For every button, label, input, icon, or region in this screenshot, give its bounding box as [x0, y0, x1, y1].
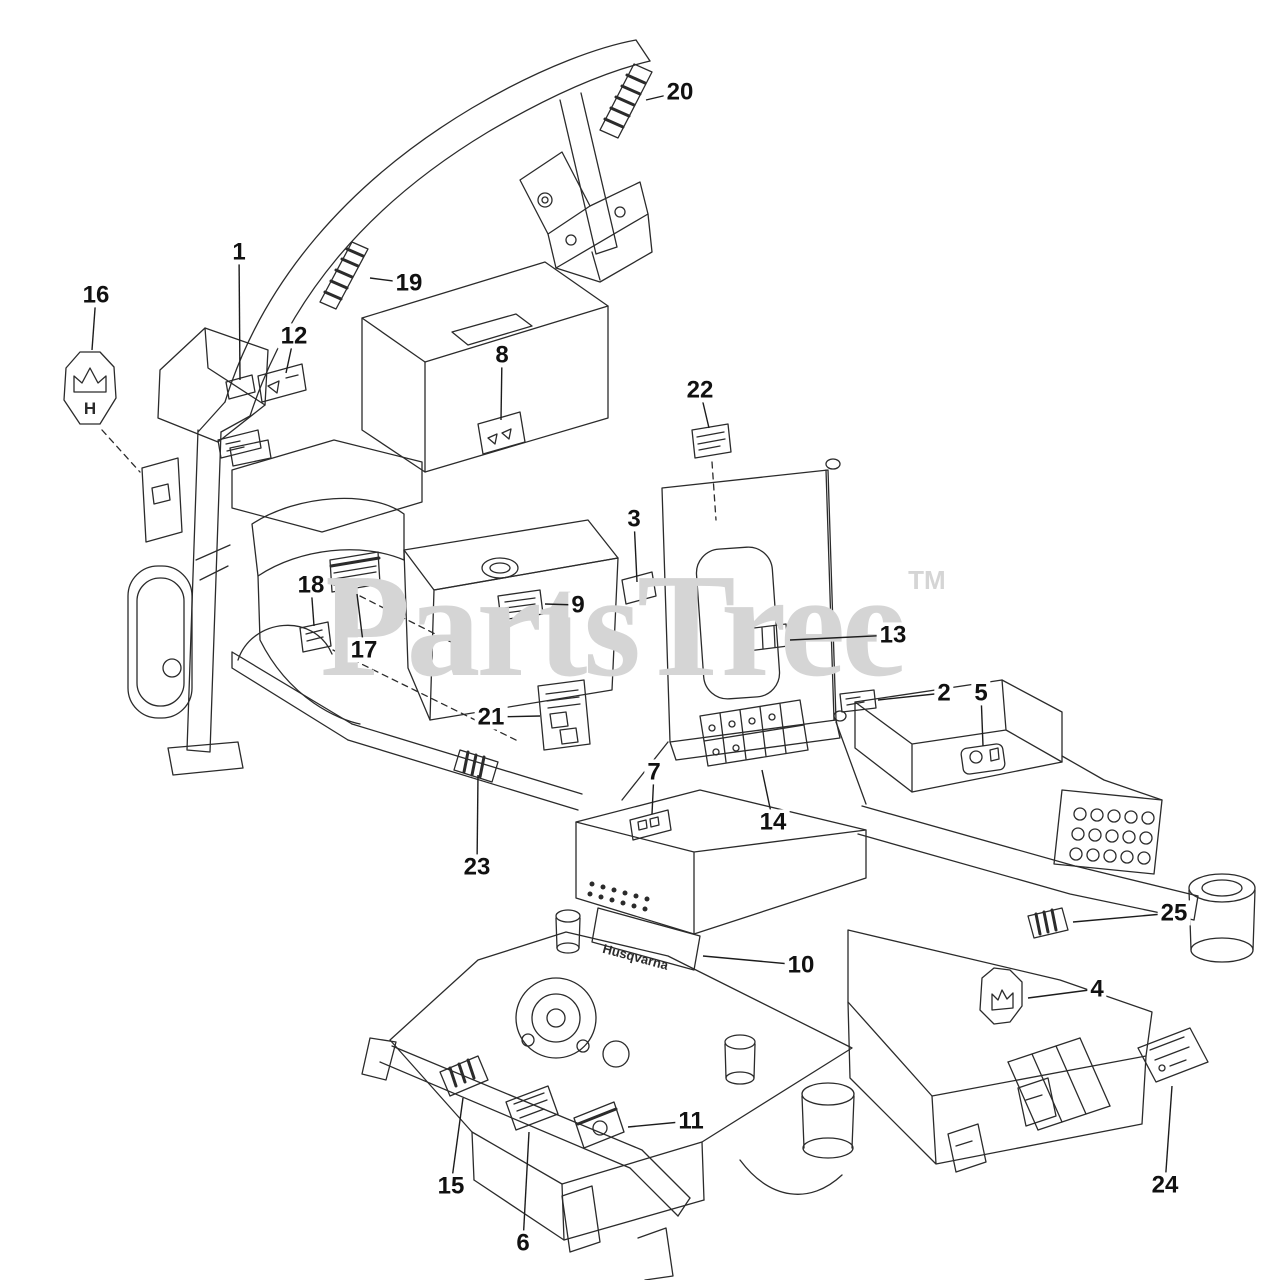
- callout-20[interactable]: 20: [663, 79, 697, 105]
- callout-5[interactable]: 5: [971, 680, 991, 706]
- callout-11[interactable]: 11: [675, 1108, 707, 1134]
- callout-4[interactable]: 4: [1087, 976, 1107, 1002]
- callout-23[interactable]: 23: [460, 854, 494, 880]
- callout-8[interactable]: 8: [492, 342, 512, 368]
- callout-17[interactable]: 17: [347, 637, 381, 663]
- callout-10[interactable]: 10: [784, 952, 818, 978]
- callout-25[interactable]: 25: [1157, 900, 1191, 926]
- callout-3[interactable]: 3: [624, 506, 644, 532]
- callout-12[interactable]: 12: [277, 323, 311, 349]
- callout-9[interactable]: 9: [568, 592, 588, 618]
- callout-14[interactable]: 14: [756, 809, 790, 835]
- callout-15[interactable]: 15: [434, 1173, 468, 1199]
- callout-2[interactable]: 2: [934, 680, 954, 706]
- watermark-tm: TM: [908, 565, 946, 595]
- callout-6[interactable]: 6: [513, 1230, 533, 1256]
- callout-22[interactable]: 22: [683, 377, 717, 403]
- callout-21[interactable]: 21: [474, 704, 508, 730]
- callout-18[interactable]: 18: [294, 572, 328, 598]
- callout-13[interactable]: 13: [876, 622, 910, 648]
- callout-1[interactable]: 1: [229, 239, 249, 265]
- callout-19[interactable]: 19: [392, 270, 426, 296]
- callout-16[interactable]: 16: [79, 282, 113, 308]
- callout-7[interactable]: 7: [644, 759, 664, 785]
- callout-24[interactable]: 24: [1148, 1172, 1182, 1198]
